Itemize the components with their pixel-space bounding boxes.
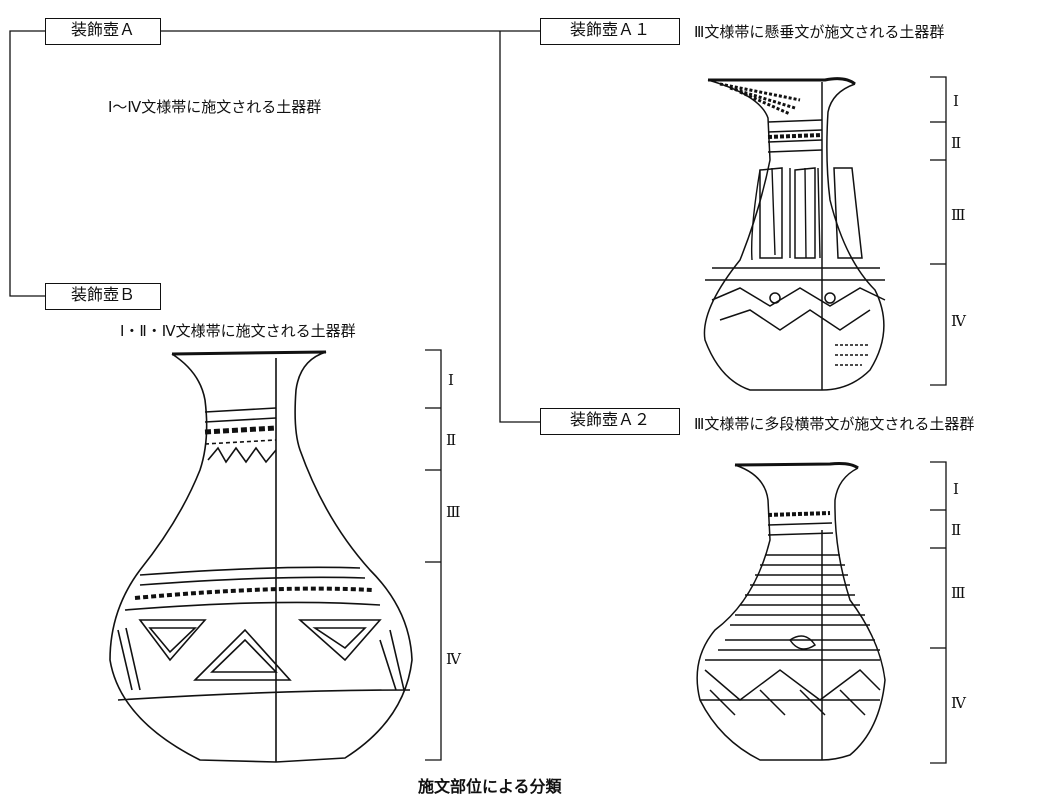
zone-label-b-4: Ⅳ bbox=[446, 650, 461, 668]
category-desc-a: Ⅰ～Ⅳ文様帯に施文される土器群 bbox=[108, 98, 322, 116]
zone-label-a2-2: Ⅱ bbox=[951, 521, 962, 539]
category-box-a1: 装飾壺Ａ１ bbox=[540, 18, 680, 45]
category-box-b: 装飾壺Ｂ bbox=[45, 283, 161, 310]
category-desc-a1: Ⅲ文様帯に懸垂文が施文される土器群 bbox=[694, 23, 945, 41]
zone-label-a1-4: Ⅳ bbox=[951, 312, 966, 330]
zone-label-a2-1: Ⅰ bbox=[953, 480, 959, 498]
figure-title: 施文部位による分類 bbox=[418, 777, 562, 796]
zone-label-a2-3: Ⅲ bbox=[951, 584, 966, 602]
category-label-a: 装飾壺Ａ bbox=[70, 20, 135, 39]
zone-label-b-2: Ⅱ bbox=[446, 431, 457, 449]
zone-label-a1-1: Ⅰ bbox=[953, 92, 959, 110]
category-box-a: 装飾壺Ａ bbox=[45, 18, 161, 45]
category-desc-b: Ⅰ・Ⅱ・Ⅳ文様帯に施文される土器群 bbox=[120, 322, 356, 340]
category-label-b: 装飾壺Ｂ bbox=[70, 285, 135, 304]
zone-label-a1-2: Ⅱ bbox=[951, 134, 962, 152]
zone-label-a1-3: Ⅲ bbox=[951, 206, 966, 224]
zone-label-b-3: Ⅲ bbox=[446, 503, 461, 521]
category-desc-a2: Ⅲ文様帯に多段横帯文が施文される土器群 bbox=[694, 415, 975, 433]
category-box-a2: 装飾壺Ａ２ bbox=[540, 408, 680, 435]
category-label-a1: 装飾壺Ａ１ bbox=[569, 20, 650, 39]
category-label-a2: 装飾壺Ａ２ bbox=[569, 410, 650, 429]
zone-label-a2-4: Ⅳ bbox=[951, 694, 966, 712]
zone-label-b-1: Ⅰ bbox=[448, 371, 454, 389]
